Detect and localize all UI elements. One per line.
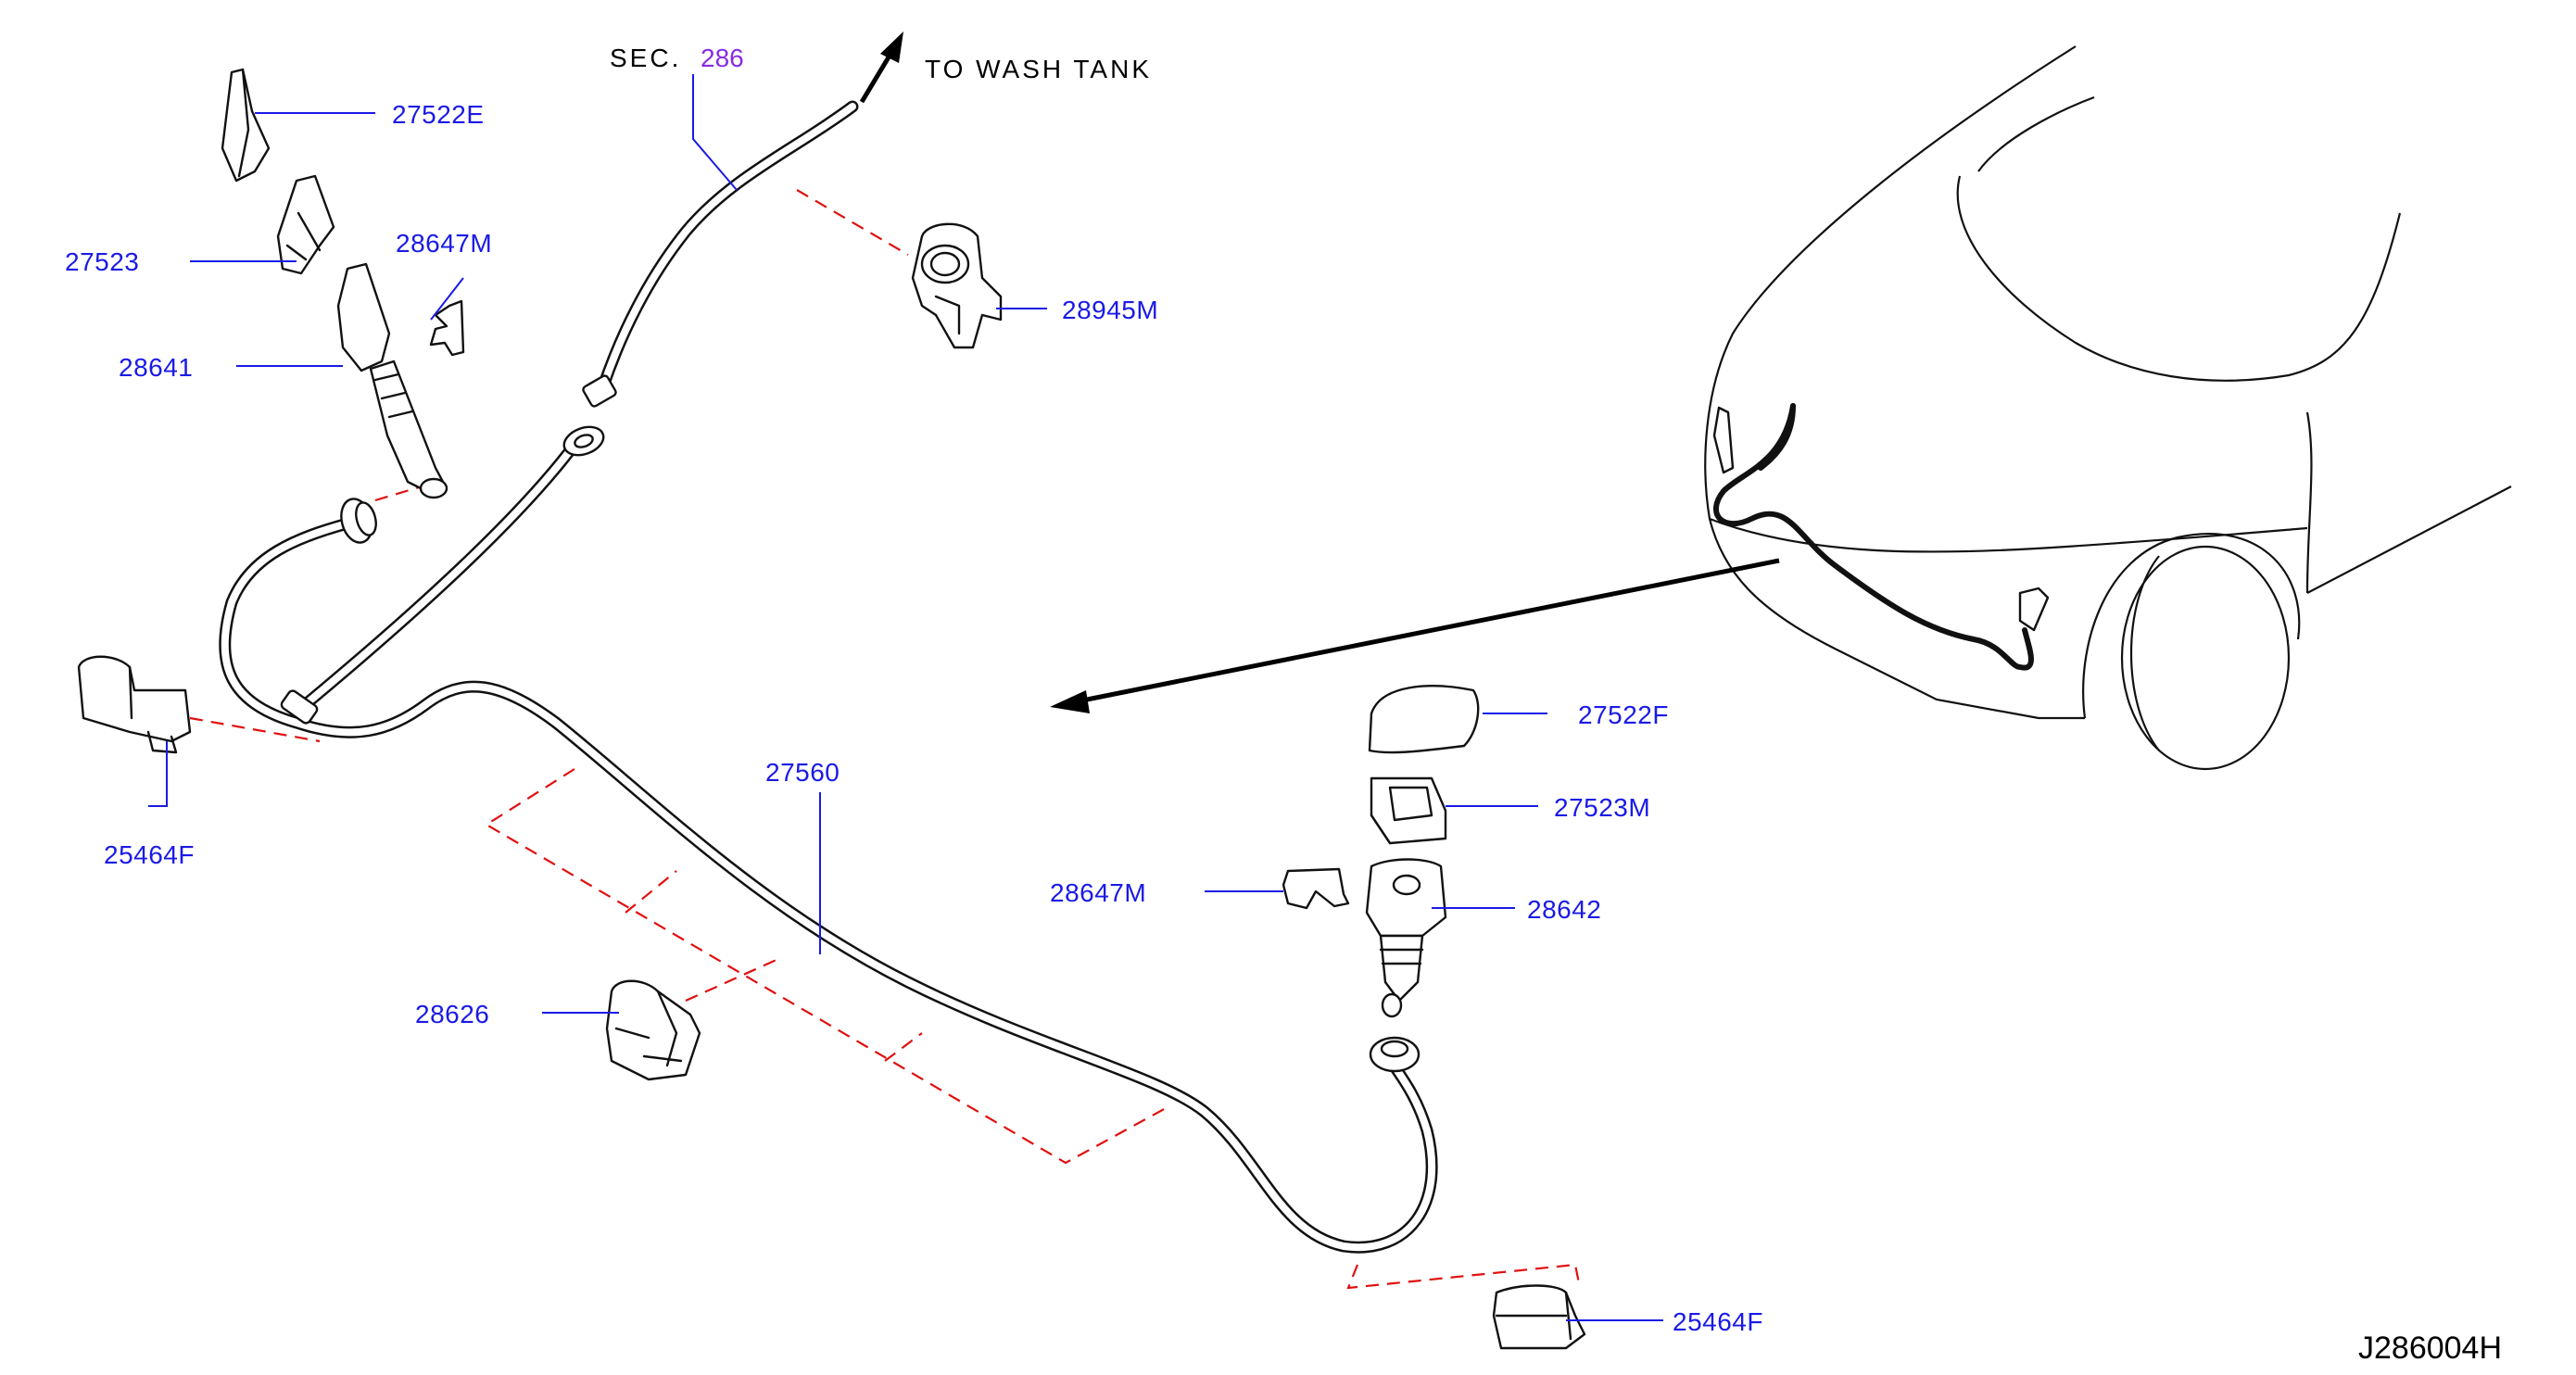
part-label-25464F-left[interactable]: 25464F (104, 840, 195, 869)
clip-25464F-left (77, 655, 192, 754)
part-label-28641[interactable]: 28641 (119, 353, 193, 382)
sec-number[interactable]: 286 (701, 44, 744, 72)
washer-hose (219, 100, 1438, 1254)
diagram-code: J286004H (2358, 1331, 2502, 1366)
car-installed-hose (1712, 403, 2050, 671)
detail-arrow (1050, 558, 1780, 713)
wash-tank-note: TO WASH TANK (925, 55, 1152, 83)
part-label-27560[interactable]: 27560 (765, 758, 840, 787)
bracket-27523 (276, 174, 335, 275)
part-label-25464F-right[interactable]: 25464F (1673, 1307, 1763, 1336)
hose-fitting-top (562, 374, 617, 457)
part-label-27522E[interactable]: 27522E (392, 100, 485, 129)
dashed-leader-lines (189, 189, 1582, 1290)
clip-28647M-right (1282, 867, 1350, 910)
part-label-28945M[interactable]: 28945M (1062, 296, 1158, 324)
nozzle-28641 (336, 262, 448, 499)
clip-25464F-right (1492, 1284, 1586, 1350)
nozzle-28642 (1365, 858, 1447, 1018)
clip-28626 (605, 979, 701, 1081)
part-label-28626[interactable]: 28626 (415, 1000, 489, 1028)
part-label-27523M[interactable]: 27523M (1554, 793, 1650, 822)
cover-27522F (1368, 685, 1480, 754)
hose-fitting-left (340, 498, 377, 544)
car-front-outline (1704, 45, 2512, 771)
clip-28647M-left (429, 299, 465, 357)
part-label-28647M-right[interactable]: 28647M (1050, 878, 1146, 907)
hose-fitting-right (1369, 1036, 1421, 1073)
part-label-28642[interactable]: 28642 (1527, 895, 1601, 924)
sec-prefix: SEC. (610, 44, 681, 72)
to-wash-tank-arrow (859, 32, 903, 104)
part-label-28647M-left[interactable]: 28647M (396, 229, 492, 258)
part-label-27522F[interactable]: 27522F (1578, 700, 1669, 729)
hose-tee-joint (280, 689, 319, 725)
part-label-27523[interactable]: 27523 (65, 247, 139, 276)
cover-27522E (221, 68, 271, 183)
bracket-27523M (1370, 776, 1447, 845)
clamp-28945M (911, 222, 1003, 349)
part-leader-lines (148, 74, 1663, 1321)
